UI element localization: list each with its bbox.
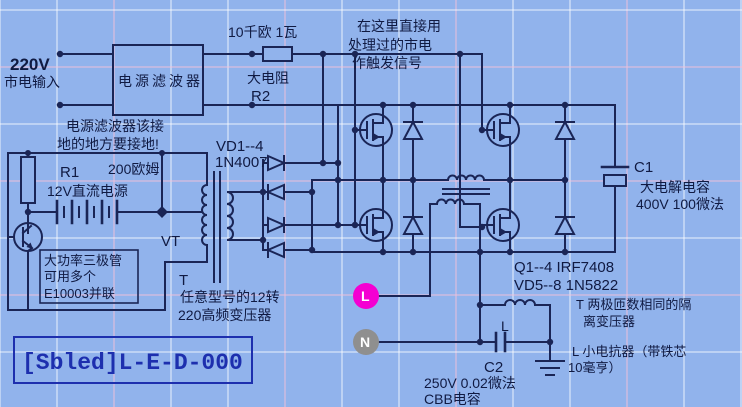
bridge-diode-vd3	[267, 216, 287, 234]
live-terminal-label: L	[361, 288, 370, 304]
neutral-terminal-label: N	[360, 334, 370, 350]
label-trigger-note-2: 处理过的市电	[348, 37, 432, 53]
mosfet-q1	[354, 105, 393, 155]
resistor-r1	[20, 156, 36, 204]
power-filter-box	[112, 44, 204, 116]
label-filter: 电源滤波器	[118, 73, 203, 89]
label-r2-value: 10千欧 1瓦	[228, 24, 297, 40]
label-c2-desc: CBB电容	[424, 391, 481, 407]
wires-output	[378, 104, 616, 361]
label-c1-desc: 大电解电容	[640, 179, 710, 195]
label-r1-name: R1	[60, 164, 79, 181]
label-t-small-note-1: 任意型号的12转	[180, 289, 280, 305]
label-inductor-note-1: L 小电抗器（带铁芯	[572, 344, 686, 359]
vt-note-box	[39, 249, 139, 304]
ground-symbol	[535, 360, 565, 376]
label-inductor-note-2: 10毫亨）	[568, 360, 621, 375]
label-vt-note-2: 可用多个	[44, 269, 96, 284]
diode-vd7	[403, 216, 423, 235]
label-filter-note-2: 地的地方要接地!	[57, 136, 159, 152]
label-c1-name: C1	[634, 159, 653, 176]
label-t-iso-2: 离变压器	[583, 314, 635, 329]
bridge-diode-vd1	[267, 154, 287, 172]
label-vd14-2: 1N4007	[215, 154, 268, 171]
wires-bridge-vd14	[262, 104, 356, 253]
transformer-t-small	[201, 152, 264, 283]
label-r2-name: R2	[251, 88, 270, 105]
neutral-terminal: N	[353, 329, 379, 355]
label-vt-note-3: E10003并联	[44, 286, 115, 301]
mosfet-q3	[354, 200, 393, 250]
capacitor-c1	[600, 165, 630, 187]
capacitor-c2	[494, 331, 507, 353]
label-r1-value: 200欧姆	[108, 161, 159, 177]
label-mosfets-2: VD5--8 1N5822	[514, 277, 618, 294]
label-c1-value: 400V 100微法	[636, 196, 724, 212]
label-c2-name: C2	[484, 359, 503, 376]
label-trigger-note-1: 在这里直接用	[357, 18, 441, 34]
label-vt-note-1: 大功率三极管	[44, 253, 122, 268]
watermark-box: [Sbled]L-E-D-000	[13, 336, 253, 384]
junction-dots	[24, 50, 569, 346]
battery-12v	[55, 199, 119, 225]
label-trigger-note-3: 作触发信号	[352, 55, 422, 71]
label-c2-value: 250V 0.02微法	[424, 375, 516, 391]
label-t-small-note-2: 220高频变压器	[178, 307, 271, 323]
live-terminal: L	[353, 283, 379, 309]
label-dc-supply: 12V直流电源	[47, 183, 128, 199]
label-inductor: L	[501, 318, 509, 334]
transistor-vt	[13, 222, 43, 253]
label-t-small-name: T	[179, 272, 188, 289]
label-mosfets-1: Q1--4 IRF7408	[514, 259, 614, 276]
watermark-text: [Sbled]L-E-D-000	[22, 350, 243, 376]
diode-vd8	[555, 216, 575, 235]
label-filter-note-1: 电源滤波器该接	[66, 118, 164, 134]
diode-vd6	[555, 121, 575, 140]
label-r2-desc: 大电阻	[247, 70, 289, 86]
diode-vd5	[403, 121, 423, 140]
bridge-diode-vd4	[265, 241, 285, 259]
label-mains-voltage: 220V	[10, 55, 50, 74]
inductor-l	[503, 299, 537, 307]
label-vt-name: VT	[161, 233, 180, 250]
label-t-iso-1: T 两极匝数相同的隔	[576, 297, 691, 312]
resistor-r2	[262, 46, 293, 62]
bridge-diode-vd2	[265, 183, 285, 201]
label-vd14-1: VD1--4	[216, 138, 264, 155]
label-mains: 市电输入	[4, 74, 60, 90]
transformer-t-iso	[435, 174, 490, 206]
